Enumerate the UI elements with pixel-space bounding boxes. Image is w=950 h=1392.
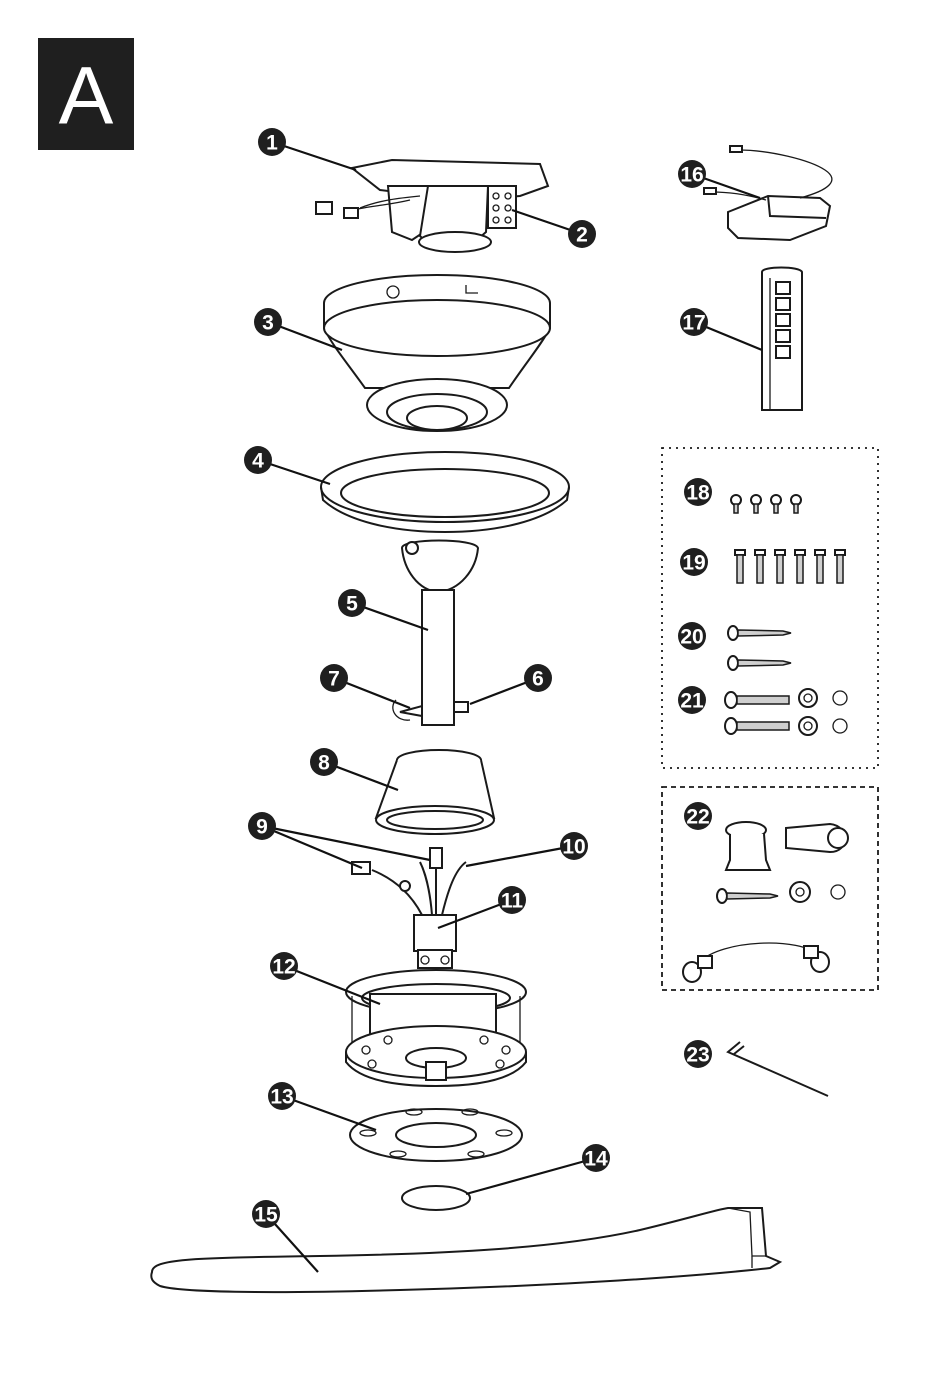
callout-15: 15: [252, 1200, 280, 1228]
callout-number: 5: [346, 593, 358, 616]
blade-drawing: [151, 1208, 780, 1292]
section-label-box: A: [38, 38, 134, 150]
callout-number: 20: [680, 626, 703, 649]
safety-kit-drawing: [683, 822, 848, 982]
callout-9: 9: [248, 812, 276, 840]
callout-number: 11: [501, 890, 524, 913]
callout-number: 13: [270, 1086, 293, 1109]
callout-19: 19: [680, 548, 708, 576]
callout-number: 3: [262, 312, 274, 335]
callout-number: 19: [682, 552, 705, 575]
receiver-drawing: [704, 146, 832, 240]
callout-number: 2: [576, 224, 588, 247]
motor-drawing: [346, 970, 526, 1086]
coupling-cover-drawing: [376, 750, 494, 834]
cap-drawing: [402, 1186, 470, 1210]
canopy-ring-drawing: [321, 452, 569, 532]
callout-number: 7: [328, 668, 340, 691]
callout-18: 18: [684, 478, 712, 506]
callout-21: 21: [678, 686, 706, 714]
bolts-washers-drawing: [725, 689, 847, 735]
callout-14: 14: [582, 1144, 610, 1172]
callout-3: 3: [254, 308, 282, 336]
callout-17: 17: [680, 308, 708, 336]
callout-number: 22: [686, 806, 709, 829]
callout-number: 17: [682, 312, 705, 335]
callout-number: 16: [680, 164, 703, 187]
callout-23: 23: [684, 1040, 712, 1068]
callout-number: 15: [254, 1204, 278, 1227]
callout-number: 10: [562, 836, 585, 859]
callout-number: 18: [686, 482, 710, 505]
callout-number: 6: [532, 668, 544, 691]
small-screws-drawing: [731, 495, 801, 513]
callout-16: 16: [678, 160, 706, 188]
callout-8: 8: [310, 748, 338, 776]
wood-screws-drawing: [728, 626, 791, 670]
blade-screws-drawing: [735, 550, 845, 583]
callout-number: 4: [252, 450, 264, 473]
callout-11: 11: [498, 886, 526, 914]
callout-number: 12: [272, 956, 295, 979]
canopy-drawing: [324, 275, 550, 431]
callout-13: 13: [268, 1082, 296, 1110]
remote-drawing: [762, 268, 802, 411]
section-label: A: [59, 51, 114, 142]
callout-10: 10: [560, 832, 588, 860]
callout-number: 9: [256, 816, 268, 839]
callout-5: 5: [338, 589, 366, 617]
callout-number: 14: [584, 1148, 608, 1171]
motor-wires-drawing: [352, 848, 466, 968]
callout-2: 2: [568, 220, 596, 248]
callout-12: 12: [270, 952, 298, 980]
callout-7: 7: [320, 664, 348, 692]
callout-6: 6: [524, 664, 552, 692]
hex-key-drawing: [728, 1042, 828, 1096]
callout-4: 4: [244, 446, 272, 474]
downrod-drawing: [393, 541, 478, 726]
mounting-bracket-drawing: [316, 160, 548, 252]
callout-1: 1: [258, 128, 286, 156]
gasket-drawing: [350, 1109, 522, 1161]
callout-22: 22: [684, 802, 712, 830]
callout-number: 21: [680, 690, 704, 713]
callout-20: 20: [678, 622, 706, 650]
callout-number: 8: [318, 752, 330, 775]
callout-number: 1: [266, 132, 278, 155]
callout-number: 23: [686, 1044, 709, 1067]
